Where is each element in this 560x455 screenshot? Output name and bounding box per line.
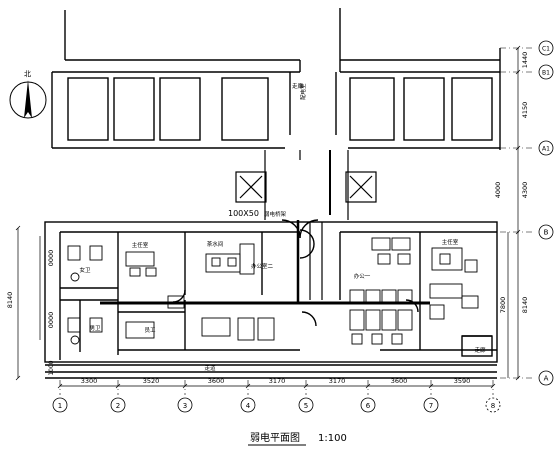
room-labels: 走廊 配电室 主任室 办公室二 办公一 主任室 员工 茶水间 女卫 男卫 走廊 … — [79, 82, 486, 372]
dim-bottom-6: 3600 — [391, 377, 408, 385]
axis-y-c1: C1 — [542, 46, 550, 53]
label-office-right: 办公一 — [354, 272, 371, 280]
axis-x-7: 7 — [429, 402, 433, 410]
dimension-bottom — [57, 383, 496, 389]
axis-bubbles-y — [538, 40, 554, 386]
dim-bottom-4: 3170 — [269, 377, 286, 385]
axis-bubble-labels-y: C1 B1 A1 B A — [542, 46, 550, 383]
label-lower-corridor: 走道 — [204, 364, 216, 372]
link-corridor — [235, 150, 377, 220]
label-office-mid: 办公室二 — [251, 262, 274, 270]
axis-y-a1: A1 — [542, 146, 550, 153]
upper-building — [51, 8, 501, 150]
drawing-scale: 1:100 — [318, 433, 347, 444]
axis-y-a: A — [544, 375, 549, 383]
drawing-title-text: 弱电平面图 — [250, 431, 300, 444]
grid-lines — [59, 47, 535, 395]
axis-x-3: 3 — [183, 402, 187, 410]
label-corridor-top: 走廊 — [292, 82, 304, 90]
axis-x-6: 6 — [366, 402, 371, 410]
axis-x-4: 4 — [246, 402, 251, 410]
dim-bottom-2: 3520 — [143, 377, 160, 385]
dimension-right-labels: 1440 4150 4000 4300 7800 8140 — [494, 52, 529, 314]
dim-bottom-7: 3590 — [454, 377, 471, 385]
dimension-bottom-labels: 3300 3520 3600 3170 3170 3600 3590 — [81, 377, 471, 385]
dim-left-2: 0000 — [47, 250, 55, 267]
dimension-left — [15, 225, 41, 381]
label-manager: 主任室 — [442, 238, 459, 246]
north-arrow-label: 北 — [24, 70, 31, 78]
drawing-title: 弱电平面图 1:100 — [248, 431, 347, 446]
label-upper-room: 配电室 — [299, 83, 307, 100]
dimension-right — [507, 45, 521, 381]
cable-tray — [100, 220, 430, 305]
label-toilet-m: 男卫 — [89, 325, 101, 332]
dim-bottom-5: 3170 — [329, 377, 346, 385]
label-office-left: 主任室 — [132, 241, 149, 249]
axis-x-2: 2 — [116, 402, 120, 410]
label-toilet-w: 女卫 — [79, 266, 91, 274]
dimension-left-labels: 8140 0000 0000 1000 — [6, 250, 55, 376]
axis-x-1: 1 — [58, 402, 62, 410]
dim-right-5: 7800 — [499, 297, 507, 314]
tray-note: 弱电桥架 — [264, 210, 287, 218]
axis-bubble-labels-x: 1 2 3 4 5 6 7 8 — [58, 402, 495, 410]
dim-right-3: 4000 — [494, 182, 502, 199]
dim-left-3: 0000 — [47, 312, 55, 329]
axis-y-b1: B1 — [542, 70, 550, 77]
dim-bottom-3: 3600 — [208, 377, 225, 385]
label-tea: 茶水间 — [207, 240, 224, 248]
tray-size-label: 100X50 — [228, 209, 259, 218]
dim-right-4: 4300 — [521, 182, 529, 199]
dim-bottom-1: 3300 — [81, 377, 98, 385]
label-staff: 员工 — [144, 327, 156, 334]
axis-y-b: B — [544, 229, 549, 237]
dim-left-1: 8140 — [6, 292, 14, 309]
label-corner: 走廊 — [474, 346, 486, 354]
dim-right-6: 8140 — [521, 297, 529, 314]
dim-right-2: 4150 — [521, 102, 529, 119]
dim-right-1: 1440 — [521, 52, 529, 69]
axis-x-5: 5 — [304, 402, 308, 410]
axis-x-8: 8 — [491, 402, 495, 410]
dim-left-4: 1000 — [48, 360, 55, 375]
main-building — [44, 219, 498, 379]
axis-bubbles-x — [52, 397, 501, 413]
north-arrow: 北 — [9, 70, 47, 119]
furniture — [67, 237, 479, 345]
